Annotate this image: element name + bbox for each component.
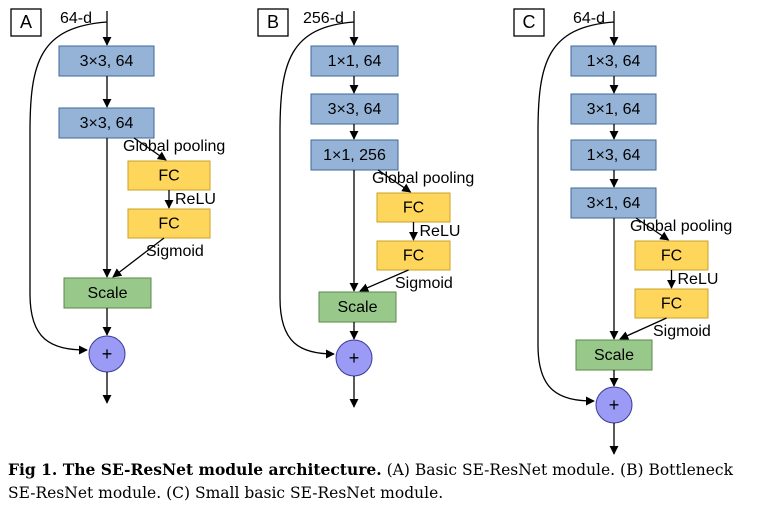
- module-b-fc2-box: [376, 240, 451, 271]
- module-c-conv-label: 3×1, 64: [587, 101, 641, 118]
- module-a-input-label: 64-d: [60, 10, 92, 27]
- module-b-input-label: 256-d: [303, 10, 344, 27]
- module-a-fc1-box: [127, 160, 211, 191]
- module-b-pooling-arrow: [377, 169, 412, 193]
- module-b-scale-label: Scale: [337, 299, 377, 316]
- module-b-conv-box: [310, 139, 399, 171]
- module-c-pooling-arrow: [635, 217, 670, 241]
- module-c-conv-label: 1×3, 64: [587, 147, 641, 164]
- module-c-conv-box: [570, 187, 657, 219]
- module-c-global-pooling-label: Global pooling: [630, 218, 732, 235]
- module-c-fc1-box: [634, 240, 709, 271]
- module-c-fc1-label: FC: [661, 248, 682, 265]
- module-b-conv-label: 1×1, 256: [323, 147, 386, 164]
- module-a-skip-connection: [29, 21, 108, 355]
- module-c-conv-box: [570, 45, 657, 77]
- caption-text: (A) Basic SE-ResNet module. (B) Bottlene…: [8, 461, 733, 502]
- module-c-sigmoid-label: Sigmoid: [653, 323, 711, 340]
- module-c-fc2-label: FC: [661, 296, 682, 313]
- module-a-conv-box: [58, 107, 155, 139]
- module-b-conv-label: 1×1, 64: [328, 53, 382, 70]
- module-c-conv-box: [570, 139, 657, 171]
- module-c-conv-label: 3×1, 64: [587, 195, 641, 212]
- module-c-conv-label: 1×3, 64: [587, 53, 641, 70]
- module-a-fc2-box: [127, 208, 211, 239]
- module-a-label: A: [20, 12, 32, 32]
- module-a-relu-label: ReLU: [175, 191, 216, 208]
- module-b-fc2-label: FC: [403, 248, 424, 265]
- module-a-sigmoid-label: Sigmoid: [146, 243, 204, 260]
- figure-caption: Fig 1. The SE-ResNet module architecture…: [8, 458, 763, 505]
- module-a-scale-box: [63, 277, 152, 309]
- module-b-global-pooling-label: Global pooling: [372, 170, 474, 187]
- module-c-label-box: [513, 8, 545, 37]
- module-c-scale-box: [575, 339, 653, 371]
- module-b-label-box: [257, 8, 289, 37]
- module-c-label: C: [523, 12, 536, 32]
- module-a-label-box: [10, 8, 42, 37]
- module-a-sum-label: +: [102, 344, 113, 364]
- module-a-fc1-label: FC: [158, 168, 179, 185]
- module-a-pooling-arrow: [133, 137, 167, 161]
- module-c-relu-label: ReLU: [678, 271, 719, 288]
- caption-label: Fig 1. The SE-ResNet module architecture…: [8, 460, 382, 479]
- module-c-conv-box: [570, 93, 657, 125]
- module-a-sigmoid-arrow: [112, 237, 165, 278]
- module-b-label: B: [267, 12, 279, 32]
- module-b-relu-label: ReLU: [420, 223, 461, 240]
- module-c-skip-connection: [537, 21, 615, 406]
- module-b-scale-box: [318, 291, 397, 323]
- module-b-conv-box: [310, 93, 399, 125]
- module-a-global-pooling-label: Global pooling: [123, 138, 225, 155]
- module-c-scale-label: Scale: [594, 347, 634, 364]
- module-c-sum-label: +: [609, 395, 620, 415]
- module-a-conv-label: 3×3, 64: [80, 53, 134, 70]
- module-b-conv-label: 3×3, 64: [328, 101, 382, 118]
- module-c-sigmoid-arrow: [619, 317, 667, 340]
- module-b-conv-box: [310, 45, 399, 77]
- module-a-fc2-label: FC: [158, 216, 179, 233]
- module-b-sum-label: +: [349, 348, 360, 368]
- module-b-sigmoid-label: Sigmoid: [395, 275, 453, 292]
- module-b-fc1-label: FC: [403, 200, 424, 217]
- module-b-skip-connection: [279, 21, 355, 359]
- module-a-conv-label: 3×3, 64: [80, 115, 134, 132]
- module-c-input-label: 64-d: [573, 10, 605, 27]
- module-a-scale-label: Scale: [87, 285, 127, 302]
- module-c-fc2-box: [634, 288, 709, 319]
- module-b-sigmoid-arrow: [359, 269, 409, 292]
